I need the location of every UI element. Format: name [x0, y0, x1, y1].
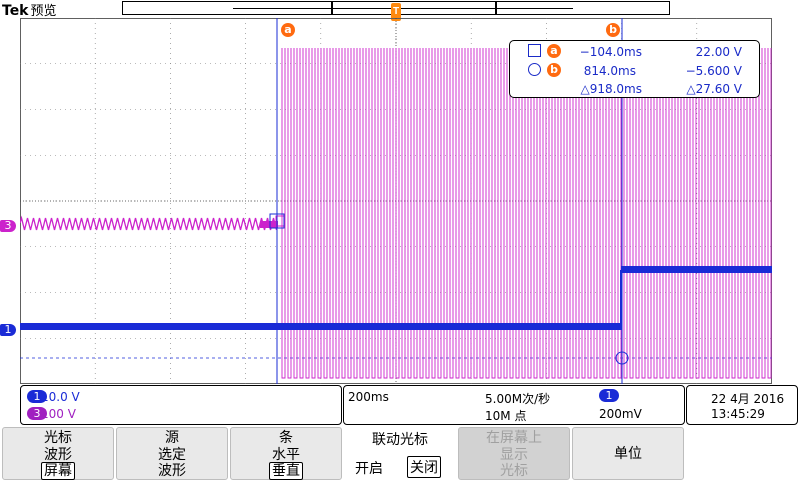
cursor-b-time: 814.0ms — [583, 64, 636, 78]
record-view-line — [233, 8, 573, 9]
units-button[interactable]: 单位 — [572, 427, 684, 480]
source-selected-label: 选定 — [158, 447, 186, 463]
readout-a-letter: a — [550, 44, 558, 57]
cursor-type-option-screen: 屏幕 — [41, 462, 75, 480]
channel-1-ground-marker[interactable]: 1 — [0, 324, 16, 336]
horizontal-scale: 200ms — [348, 390, 389, 404]
cursor-b-label: b — [609, 23, 617, 36]
channel-3-badge: 3 — [27, 407, 47, 420]
cursor-type-label: 光标 — [44, 430, 72, 446]
link-cursors-label: 联动光标 — [372, 432, 428, 448]
trigger-info[interactable]: 1 / — [599, 389, 619, 403]
show-cursors-onscreen-button[interactable]: 在屏幕上 显示 光标 — [458, 427, 570, 480]
brand-label: Tek — [2, 3, 29, 19]
source-button[interactable]: 源 选定 波形 — [116, 427, 228, 480]
ch3-transition-block — [260, 221, 278, 228]
cursor-b-circle-marker — [615, 351, 629, 365]
cursor-a-time: −104.0ms — [579, 45, 642, 59]
date-display: 22 4月 2016 — [711, 392, 785, 406]
channel-1-marker-label: 1 — [4, 323, 12, 336]
bars-button[interactable]: 条 水平 垂直 — [230, 427, 342, 480]
cursor-a-square-marker — [269, 213, 285, 229]
trigger-position-icon[interactable]: T — [391, 3, 401, 21]
ch1-low-segment — [20, 323, 622, 330]
ch3-burst — [281, 48, 772, 379]
onscreen-label-2: 显示 — [500, 447, 528, 463]
sample-rate: 5.00M次/秒 — [485, 392, 551, 406]
channel-scale-panel[interactable]: 1 10.0 V 3 100 V — [20, 385, 342, 425]
cursor-a-label: a — [284, 23, 292, 36]
channel-1-scale-row[interactable]: 1 10.0 V — [27, 390, 80, 404]
cursor-delta-voltage: △27.60 V — [686, 82, 742, 96]
cursor-delta-time: △918.0ms — [580, 82, 642, 96]
channel-1-trace — [20, 266, 772, 330]
cursor-a-badge[interactable]: a — [281, 23, 295, 37]
cursor-type-button[interactable]: 光标 波形 屏幕 — [2, 427, 114, 480]
channel-3-marker-label: 3 — [4, 219, 12, 232]
readout-cursor-b-badge: b — [547, 63, 561, 77]
readout-cursor-a-badge: a — [547, 44, 561, 58]
waveform-display[interactable] — [20, 18, 772, 384]
time-display: 13:45:29 — [711, 407, 765, 421]
bars-option-horizontal: 水平 — [272, 447, 300, 463]
bars-option-vertical: 垂直 — [269, 462, 303, 480]
onscreen-label-3: 光标 — [500, 463, 528, 479]
record-length: 10M 点 — [485, 409, 527, 423]
link-cursors-button[interactable]: 联动光标 开启 关闭 — [344, 427, 456, 480]
cursor-b-badge[interactable]: b — [606, 23, 620, 37]
cursor-b-voltage: −5.600 V — [685, 64, 742, 78]
datetime-panel: 22 4月 2016 13:45:29 — [686, 385, 798, 425]
cursor-b-circle-icon — [528, 63, 541, 79]
channel-1-badge: 1 — [27, 390, 47, 403]
units-label: 单位 — [614, 446, 642, 462]
cursor-type-option-waveform: 波形 — [44, 447, 72, 463]
trigger-source-badge: 1 — [599, 389, 619, 402]
link-cursors-off-option: 关闭 — [407, 456, 441, 478]
source-label: 源 — [165, 430, 179, 446]
channel-3-scale-row[interactable]: 3 100 V — [27, 407, 76, 421]
bars-label: 条 — [279, 430, 293, 446]
channel-3-trace — [20, 48, 772, 379]
ch3-pre-segment — [20, 215, 278, 231]
cursor-a-square-icon — [528, 44, 541, 60]
onscreen-label-1: 在屏幕上 — [486, 430, 542, 446]
link-cursors-on-option: 开启 — [355, 461, 383, 477]
timebase-panel[interactable]: 200ms 5.00M次/秒 10M 点 1 / 200mV — [343, 385, 685, 425]
trigger-level: 200mV — [599, 407, 642, 421]
channel-3-ground-marker[interactable]: 3 — [0, 220, 16, 232]
channel-3-scale: 100 V — [41, 407, 76, 421]
readout-b-letter: b — [550, 63, 558, 76]
cursor-readout-panel: a −104.0ms 22.00 V b 814.0ms −5.600 V △9… — [509, 40, 760, 98]
channel-1-scale: 10.0 V — [41, 390, 80, 404]
ch1-high-segment — [621, 266, 772, 273]
acquisition-mode-label: 预览 — [30, 4, 57, 19]
source-waveform-label: 波形 — [158, 463, 186, 479]
cursor-a-voltage: 22.00 V — [695, 45, 742, 59]
